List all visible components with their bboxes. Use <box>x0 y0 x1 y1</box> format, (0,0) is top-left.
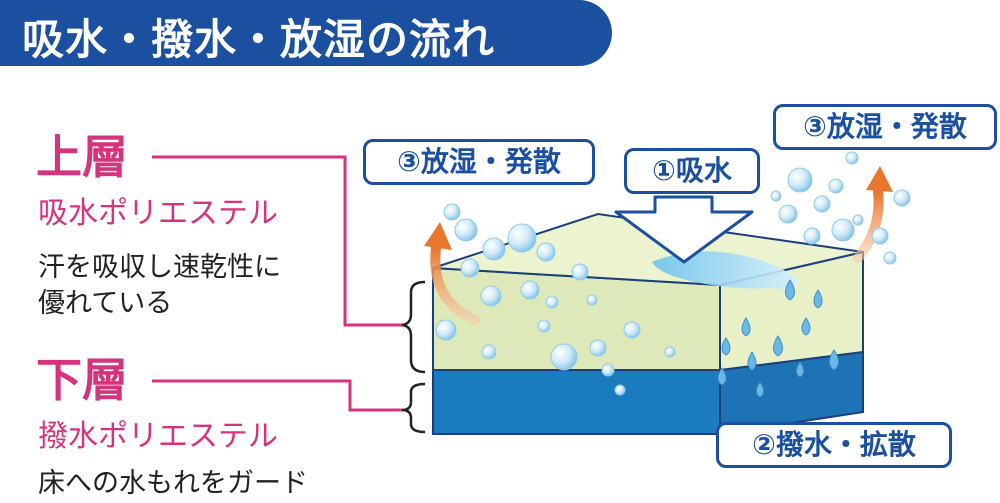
water-puddle <box>652 251 800 290</box>
arrow-up-icon <box>424 222 480 325</box>
upper-layer-description-line: 汗を吸収し速乾性に <box>38 252 281 283</box>
absorb-callout: ①吸水 <box>624 148 760 194</box>
upper-layer-description-line: 優れている <box>38 288 173 319</box>
upper-layer-description: 汗を吸収し速乾性に 優れている <box>38 250 281 322</box>
lower-layer-front <box>432 369 721 435</box>
title-banner: 吸水・撥水・放湿の流れ <box>0 0 612 66</box>
upper-layer-heading: 上層 <box>36 130 128 184</box>
release-callout-right: ③放湿・発散 <box>773 104 997 150</box>
lower-layer-description: 床への水もれをガード <box>38 468 308 499</box>
arrow-up-icon <box>853 166 893 263</box>
bubble-icon <box>435 151 911 396</box>
lower-layer-heading: 下層 <box>36 353 128 407</box>
page-title: 吸水・撥水・放湿の流れ <box>22 15 496 64</box>
water-drop-icon <box>717 279 839 398</box>
upper-connector-line <box>152 155 403 412</box>
repel-callout: ②撥水・拡散 <box>716 422 952 468</box>
bracket-icon <box>401 280 426 434</box>
release-callout-left: ③放湿・発散 <box>363 139 595 185</box>
lower-layer-material: 撥水ポリエステル <box>38 419 278 454</box>
arrow-down-icon <box>614 195 754 264</box>
upper-layer-material: 吸水ポリエステル <box>38 196 278 231</box>
